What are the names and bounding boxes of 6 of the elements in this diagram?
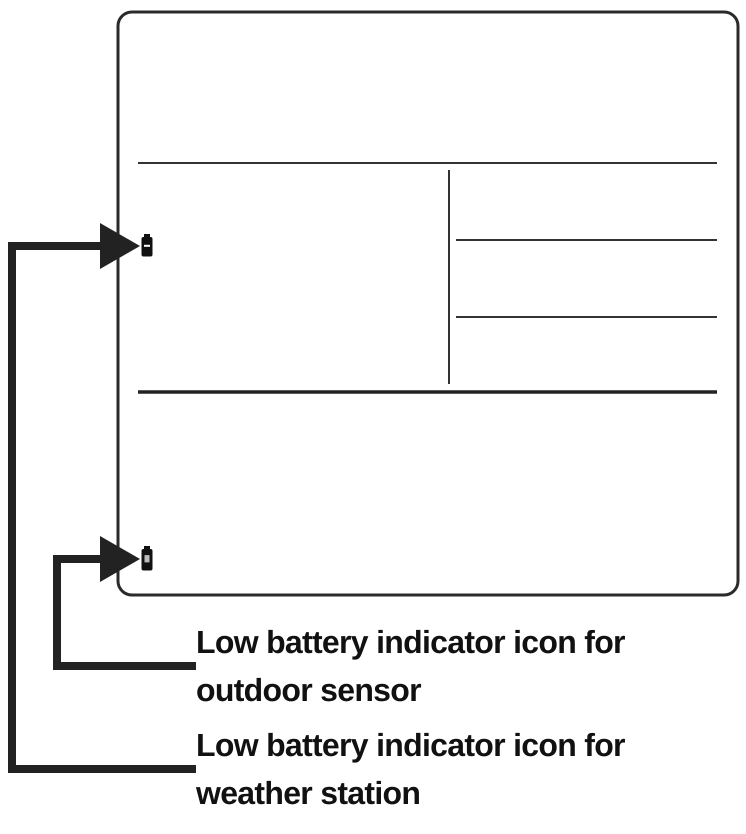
callout-text: Low battery indicator icon for outdoor sensor bbox=[196, 618, 627, 714]
battery-icon bbox=[140, 546, 154, 572]
leader-arrow bbox=[53, 536, 196, 670]
battery-icon bbox=[140, 234, 154, 258]
callout-text: Low battery indicator icon for weather station bbox=[196, 721, 627, 817]
leader-arrow bbox=[8, 223, 196, 773]
